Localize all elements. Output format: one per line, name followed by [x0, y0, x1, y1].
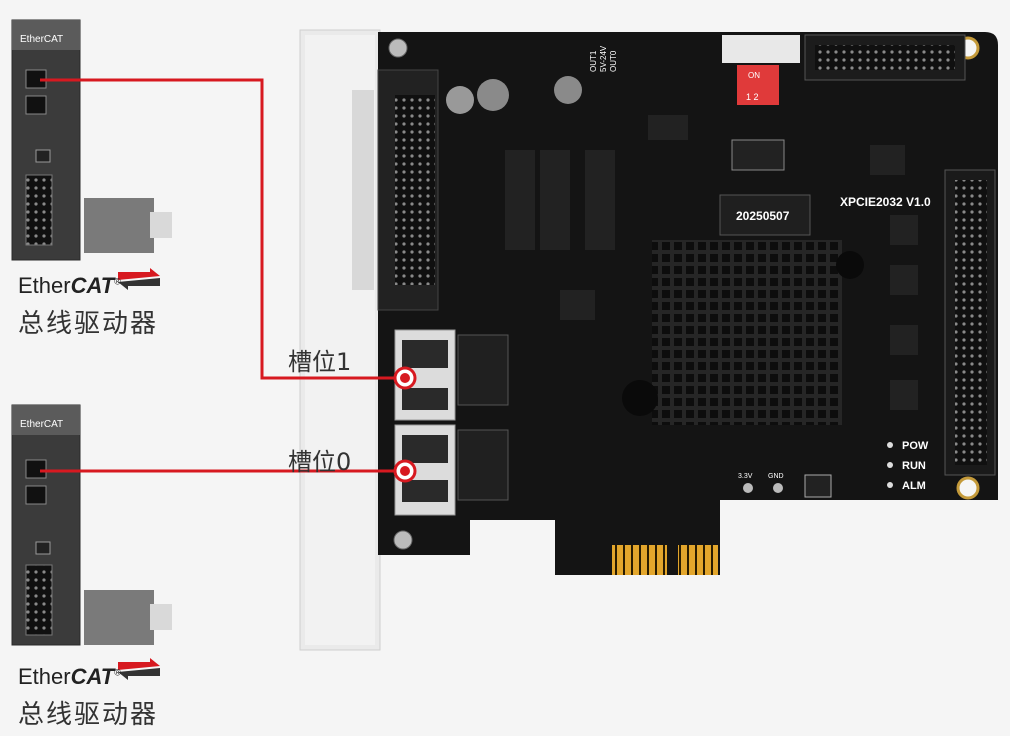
ethercat-driver-2: [11, 404, 172, 646]
cable-slot1: [40, 78, 417, 390]
slot-1-label: 槽位1: [288, 348, 352, 376]
ethercat-logo-arrow-1: [118, 268, 160, 290]
test-3v3-text: 3.3V: [738, 473, 753, 480]
ethercat-logo-arrow-2: [118, 658, 160, 680]
ethercat-driver-1: [11, 19, 172, 261]
pcie-gold-fingers: [612, 545, 667, 575]
driver-2-label: 总线驱动器: [18, 700, 159, 730]
cable-slot0: [40, 459, 417, 483]
driver-1-ethercat-logo: EtherCAT®: [18, 273, 121, 299]
led-run-text: RUN: [902, 460, 926, 472]
driver-1-reg: ®: [114, 276, 121, 287]
volt-out0-text: OUT0: [609, 50, 618, 72]
driver-2-brand-light: Ether: [18, 664, 71, 689]
dip-num-text: 1 2: [746, 92, 759, 102]
dip-on-text: ON: [748, 71, 760, 80]
driver-1-brand-bold: CAT: [70, 273, 115, 298]
servo-motor-2: [84, 590, 154, 645]
slot-0-label: 槽位0: [288, 448, 352, 476]
driver-2-brand-small: EtherCAT: [20, 419, 63, 430]
led-alm-text: ALM: [902, 480, 926, 492]
dip-switch-red: [737, 65, 779, 105]
driver-2-reg: ®: [114, 667, 121, 678]
driver-2-brand-bold: CAT: [70, 664, 115, 689]
servo-motor-1: [84, 198, 154, 253]
test-gnd-text: GND: [768, 473, 784, 480]
volt-range-text: 5V-24V: [599, 45, 608, 72]
volt-out1-text: OUT1: [589, 50, 598, 72]
driver-1-brand-light: Ether: [18, 273, 71, 298]
pcie-gold-fingers: [678, 545, 718, 575]
pci-bracket: [299, 29, 381, 651]
driver-2-ethercat-logo: EtherCAT®: [18, 664, 121, 690]
led-pow-text: POW: [902, 440, 929, 452]
driver-1-brand-small: EtherCAT: [20, 34, 63, 45]
heatsink: [652, 240, 842, 425]
board-date-text: 20250507: [736, 209, 790, 223]
pcb-board: [377, 32, 998, 575]
driver-1-label: 总线驱动器: [18, 309, 159, 339]
board-model-text: XPCIE2032 V1.0: [840, 195, 931, 209]
